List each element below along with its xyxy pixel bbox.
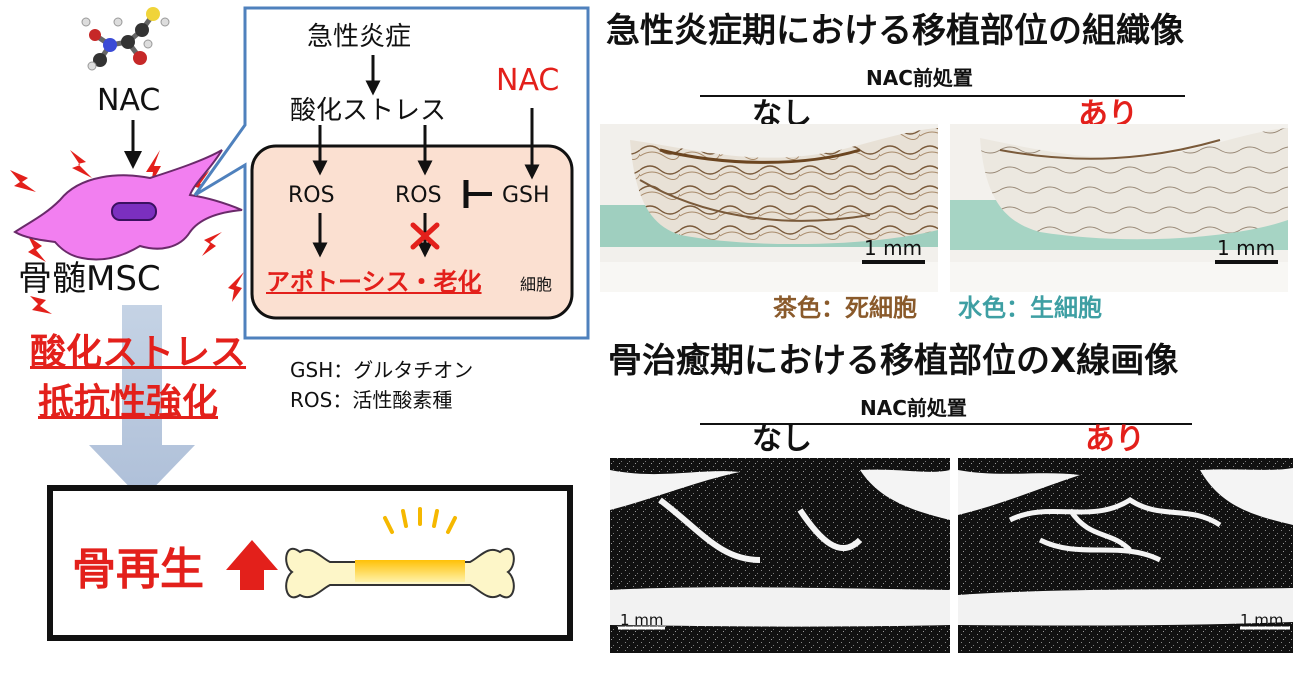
xray-panel-with (958, 458, 1293, 653)
apoptosis-senescence-label: アポトーシス・老化 (266, 268, 482, 296)
brown-legend: 茶色：死細胞 (773, 294, 917, 322)
xray-panel-without (610, 458, 950, 653)
histology-scale-left: 1 mm (864, 236, 923, 260)
cell-label: 細胞 (520, 275, 553, 294)
msc-label: 骨髄MSC (18, 259, 161, 299)
ros-left-label: ROS (288, 183, 335, 208)
ros-definition: ROS：活性酸素種 (290, 388, 453, 412)
nac-molecule-icon (81, 7, 170, 71)
xray-scale-right: 1 mm (1240, 611, 1284, 629)
histology-pretreatment-label: NAC前処置 (866, 66, 973, 90)
acute-inflammation-label: 急性炎症 (307, 22, 412, 52)
big-down-arrow (89, 305, 195, 500)
xray-scale-left: 1 mm (620, 611, 664, 629)
xray-pretreatment-label: NAC前処置 (860, 396, 967, 420)
oxidative-stress-bolt-icons (10, 150, 244, 314)
cyan-legend: 水色：生細胞 (958, 294, 1102, 322)
histology-panel-without (600, 124, 938, 292)
nac-label: NAC (97, 83, 161, 118)
gsh-definition: GSH：グルタチオン (290, 358, 474, 382)
callout-nac-label: NAC (496, 63, 560, 98)
gsh-label: GSH (502, 183, 550, 208)
histology-divider (700, 95, 1185, 97)
histology-panel-with (950, 124, 1288, 292)
benefit-line-2: 抵抗性強化 (38, 382, 219, 423)
oxidative-stress-label: 酸化ストレス (290, 96, 447, 126)
histology-title: 急性炎症期における移植部位の組織像 (606, 11, 1184, 51)
bone-regen-label: 骨再生 (72, 544, 204, 595)
healing-glow-icon (383, 507, 457, 534)
xray-title: 骨治癒期における移植部位のX線画像 (608, 341, 1179, 381)
histology-scale-right: 1 mm (1217, 236, 1276, 260)
ros-right-label: ROS (395, 183, 442, 208)
blocked-cross-icon (410, 222, 440, 250)
benefit-line-1: 酸化ストレス (30, 332, 247, 373)
up-arrow-icon (226, 540, 278, 590)
bone-icon (285, 548, 515, 599)
nucleus-icon (111, 202, 157, 221)
cell-interior-box (250, 144, 574, 320)
xray-with-label: あり (1085, 422, 1145, 457)
xray-without-label: なし (752, 422, 812, 457)
xray-divider (700, 423, 1192, 425)
